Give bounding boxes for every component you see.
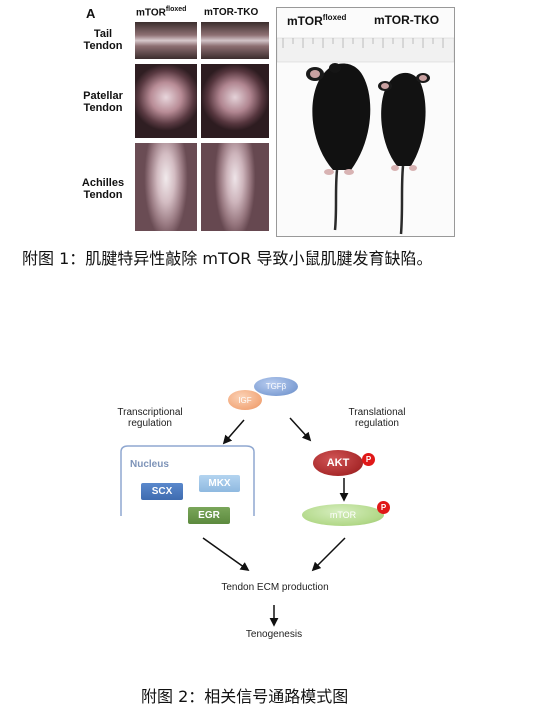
mice-label-floxed: mTORfloxed (287, 13, 347, 28)
tendon-ecm-production-label: Tendon ECM production (221, 582, 329, 593)
akt-node: AKT (313, 450, 363, 476)
tail-tendon-floxed-photo (135, 22, 197, 59)
mice-label-tko: mTOR-TKO (374, 13, 440, 27)
panel-letter: A (86, 6, 96, 21)
achilles-tendon-floxed-photo (135, 143, 197, 231)
figure-2-caption: 附图 2：相关信号通路模式图 (141, 687, 349, 706)
tgfb-node: TGFβ (254, 377, 298, 396)
mice-photo (277, 37, 454, 235)
patellar-tendon-tko-photo (201, 64, 269, 138)
tail-tendon-tko-photo (201, 22, 269, 59)
igf-node: IGF (228, 390, 262, 410)
akt-phospho-badge: P (362, 453, 375, 466)
mice-photo-panel: mTORfloxed mTOR-TKO (276, 7, 455, 237)
figure-1-caption: 附图 1：肌腱特异性敲除 mTOR 导致小鼠肌腱发育缺陷。 (22, 249, 433, 268)
arrow-to-nucleus (222, 419, 245, 445)
mkx-node: MKX (199, 475, 240, 492)
egr-node: EGR (188, 507, 230, 524)
patellar-tendon-floxed-photo (135, 64, 197, 138)
column-label-floxed: mTORfloxed (136, 6, 187, 19)
scx-node: SCX (141, 483, 183, 500)
nucleus-bracket (120, 445, 255, 516)
column-label-tko: mTOR-TKO (204, 7, 259, 18)
arrow-nucleus-to-ecm (202, 537, 250, 572)
nucleus-label: Nucleus (130, 459, 169, 470)
mtor-node: mTOR (302, 504, 384, 526)
achilles-tendon-tko-photo (201, 143, 269, 231)
mouse-tko (378, 72, 430, 235)
mouse-floxed (306, 63, 371, 231)
arrow-to-akt (289, 417, 312, 442)
arrow-mtor-to-ecm (311, 537, 346, 572)
ruler (277, 37, 454, 63)
tenogenesis-label: Tenogenesis (245, 629, 303, 640)
mtor-phospho-badge: P (377, 501, 390, 514)
